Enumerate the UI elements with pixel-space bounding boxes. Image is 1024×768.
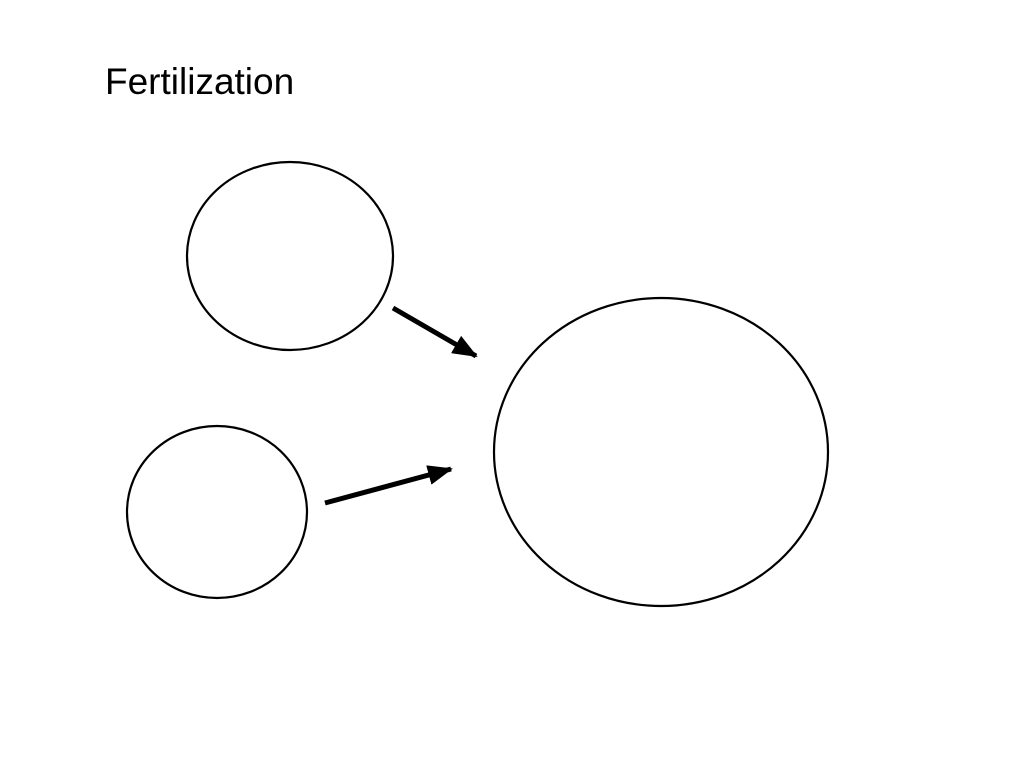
large-circle <box>492 296 830 608</box>
lower-arrow <box>324 465 453 506</box>
lower-small-circle <box>125 424 309 600</box>
upper-small-circle <box>185 160 395 352</box>
slide-title: Fertilization <box>105 61 295 102</box>
upper-arrow <box>391 305 478 359</box>
